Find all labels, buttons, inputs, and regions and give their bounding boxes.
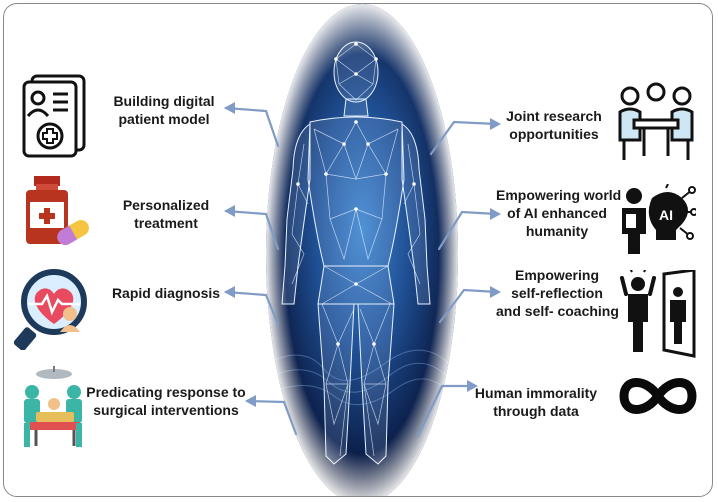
arrow-right-4 <box>416 384 476 438</box>
label-empowering-self-reflection: Empowering self-reflection and self- coa… <box>496 267 619 319</box>
patient-record-icon <box>22 74 86 158</box>
ai-head-icon: AI <box>622 184 696 254</box>
diagram-frame: Building digital patient model Personali… <box>3 3 713 497</box>
label-human-immorality: Human immorality through data <box>474 385 598 419</box>
surgery-team-icon <box>24 366 82 447</box>
connector-arrows <box>224 106 499 438</box>
arrow-right-2 <box>437 210 499 251</box>
meeting-table-icon <box>618 82 694 160</box>
arrow-right-3 <box>438 288 499 324</box>
arrow-right-1 <box>429 120 499 156</box>
label-building-digital-patient-model: Building digital patient model <box>113 93 215 127</box>
human-wireframe-figure <box>224 4 501 496</box>
label-rapid-diagnosis: Rapid diagnosis <box>111 285 221 301</box>
medicine-bottle-icon <box>26 176 89 245</box>
arrow-left-2 <box>224 209 280 251</box>
infinity-icon <box>619 378 697 414</box>
mirror-reflection-icon <box>620 270 696 358</box>
heart-diagnosis-icon <box>14 269 87 350</box>
arrow-left-3 <box>224 290 280 326</box>
label-predicating-response: Predicating response to surgical interve… <box>86 384 246 418</box>
label-empowering-ai-humanity: Empowering world of AI enhanced humanity <box>496 187 622 239</box>
ai-text: AI <box>659 207 673 223</box>
label-personalized-treatment: Personalized treatment <box>122 197 210 231</box>
label-joint-research-opportunities: Joint research opportunities <box>506 108 602 142</box>
arrow-left-4 <box>245 399 298 436</box>
arrow-left-1 <box>224 106 280 148</box>
